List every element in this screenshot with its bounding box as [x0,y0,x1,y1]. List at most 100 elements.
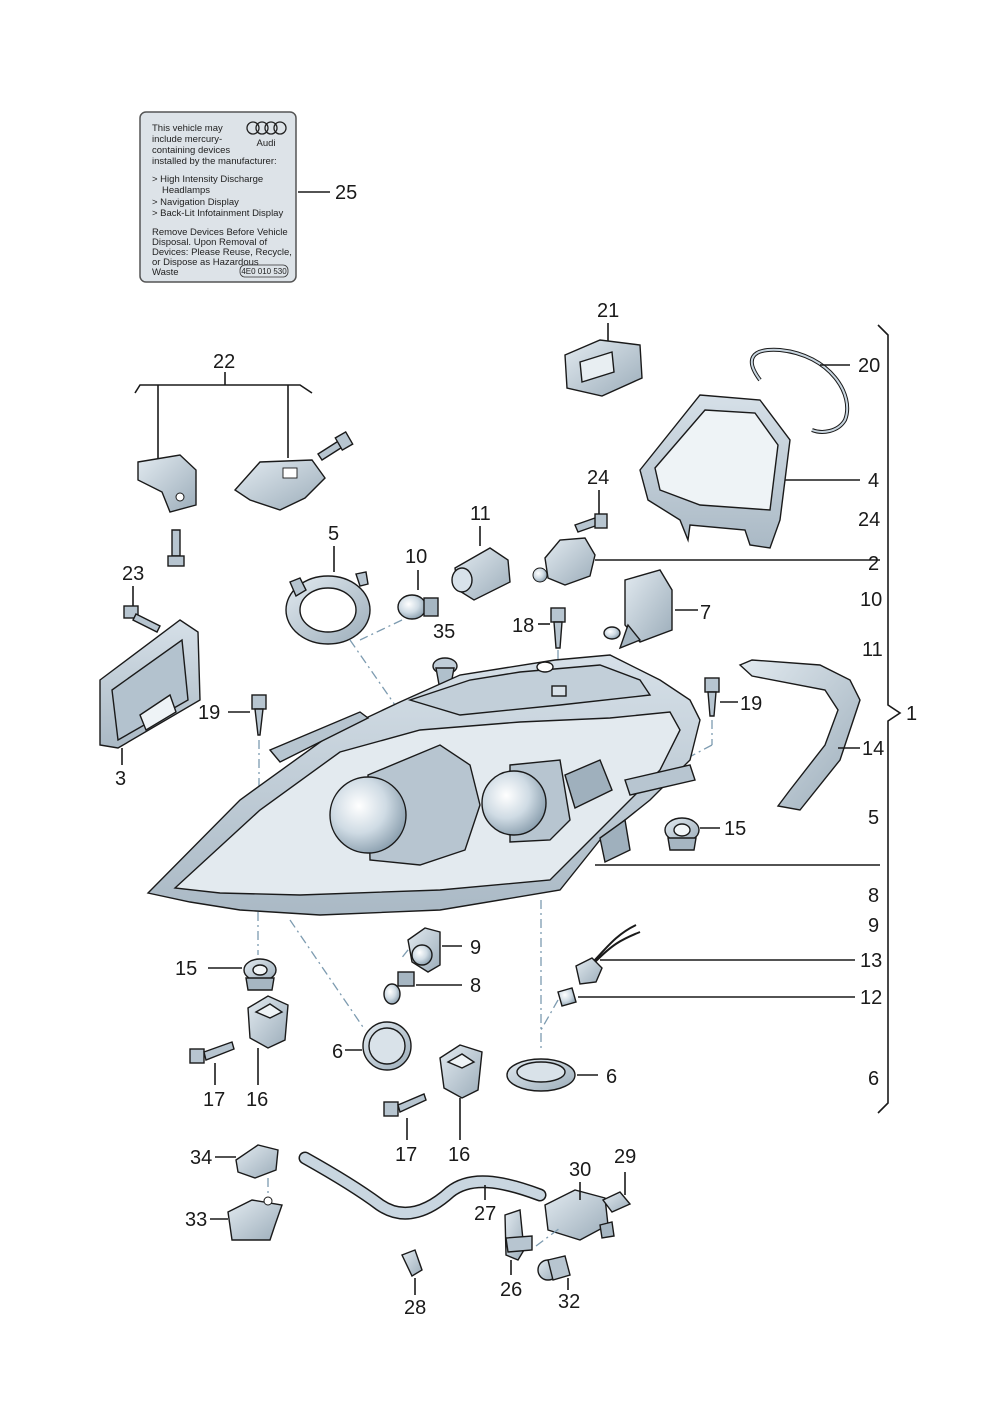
headlamp-cover-cap [639,394,791,549]
four-rings-logo [246,121,287,135]
bracket-33 [227,1196,283,1241]
holder-34 [235,1144,279,1179]
label-line: or Dispose as Hazardous [152,257,259,268]
callout-26: 26 [500,1279,522,1301]
callout-4: 4 [868,470,879,492]
callout-14: 14 [862,738,884,760]
cap-grommet-left [362,1021,412,1071]
assembly-brace [877,324,902,1114]
callout-8-upper: 8 [470,975,481,997]
callout-15-right: 15 [724,818,746,840]
bulb-retaining-ring [285,571,371,645]
cap-grommet-right [506,1058,576,1092]
callout-30: 30 [569,1159,591,1181]
parking-light-bulb [383,971,415,1005]
callout-18: 18 [512,615,534,637]
callout-29: 29 [614,1146,636,1168]
label-line: Disposal. Upon Removal of [152,237,267,248]
warning-label: Audi This vehicle may include mercury- c… [139,111,297,283]
callout-25: 25 [335,182,357,204]
callout-6-right: 6 [606,1066,617,1088]
projector-lens-right [481,759,613,843]
callout-28: 28 [404,1297,426,1319]
wedge-bulb [557,987,577,1007]
side-marker-bulb-holder [407,927,441,973]
bulb-holder-wiring [575,924,641,985]
callout-10-upper: 10 [405,546,427,568]
label-line: Devices: Please Reuse, Recycle, [152,247,292,258]
callout-8-list: 8 [868,885,879,907]
label-line: installed by the manufacturer: [152,156,277,167]
main-bulb-holder [532,537,596,586]
adjusting-element-right [664,817,700,851]
label-line: Headlamps [162,185,210,196]
callout-22: 22 [213,351,235,373]
label-line: include mercury- [152,134,222,145]
label-line: This vehicle may [152,123,223,134]
callout-27: 27 [474,1203,496,1225]
part-number: 4E0 010 530 [241,267,287,276]
label-line: > Navigation Display [152,197,239,208]
clip-28 [401,1249,423,1277]
retaining-bracket-right [439,1044,483,1099]
callout-12: 12 [860,987,882,1009]
callout-35: 35 [433,621,455,643]
mounting-bracket-left [137,454,197,513]
connector-26 [504,1209,533,1261]
bolt-17-left [189,1041,235,1064]
headlamp-trim-strip [738,659,861,811]
callout-13: 13 [860,950,882,972]
callout-24-list: 24 [858,509,880,531]
callout-34: 34 [190,1147,212,1169]
callout-10-list: 10 [860,589,882,611]
projector-lens-left [329,744,481,866]
mounting-bracket-right [233,459,326,511]
part-number-box [239,264,289,278]
callout-19-left: 19 [198,702,220,724]
callout-6-list: 6 [868,1068,879,1090]
callout-11-upper: 11 [470,503,491,525]
callout-1: 1 [906,703,917,725]
callout-9-list: 9 [868,915,879,937]
callout-17-left: 17 [203,1089,225,1111]
callout-6-left: 6 [332,1041,343,1063]
sensor-30 [544,1189,615,1241]
callout-5-upper: 5 [328,523,339,545]
callout-32: 32 [558,1291,580,1313]
callout-5-list: 5 [868,807,879,829]
callout-7: 7 [700,602,711,624]
screw-19-right [704,677,720,717]
callout-21: 21 [597,300,619,322]
mounting-screw [167,529,185,567]
brand-name: Audi [256,138,275,149]
screw-19-left [251,694,267,736]
callout-23: 23 [122,563,144,585]
adjusting-element-left [243,958,277,991]
bolt-17-right [383,1093,427,1117]
callout-15-left: 15 [175,958,197,980]
callout-19-right: 19 [740,693,762,715]
indicator-bulb [397,594,439,620]
screw-23 [123,605,161,633]
label-line: containing devices [152,145,230,156]
callout-9-upper: 9 [470,937,481,959]
bulb-socket [451,547,511,601]
callout-16-right: 16 [448,1144,470,1166]
electrical-connector [564,339,643,397]
warning-label-panel [139,111,297,283]
ballast-control-unit [99,619,201,749]
callout-16-left: 16 [246,1089,268,1111]
callout-24-upper: 24 [587,467,609,489]
label-line: Remove Devices Before Vehicle [152,227,288,238]
callout-11-list: 11 [862,639,883,661]
callout-20: 20 [858,355,880,377]
screw-18 [550,607,566,649]
xenon-gas-discharge-bulb [603,569,673,650]
grommet-32 [537,1255,571,1281]
callout-3: 3 [115,768,126,790]
label-line: > Back-Lit Infotainment Display [152,208,283,219]
callout-2: 2 [868,553,879,575]
retaining-bracket-left [247,995,289,1049]
screw-24 [574,513,608,533]
